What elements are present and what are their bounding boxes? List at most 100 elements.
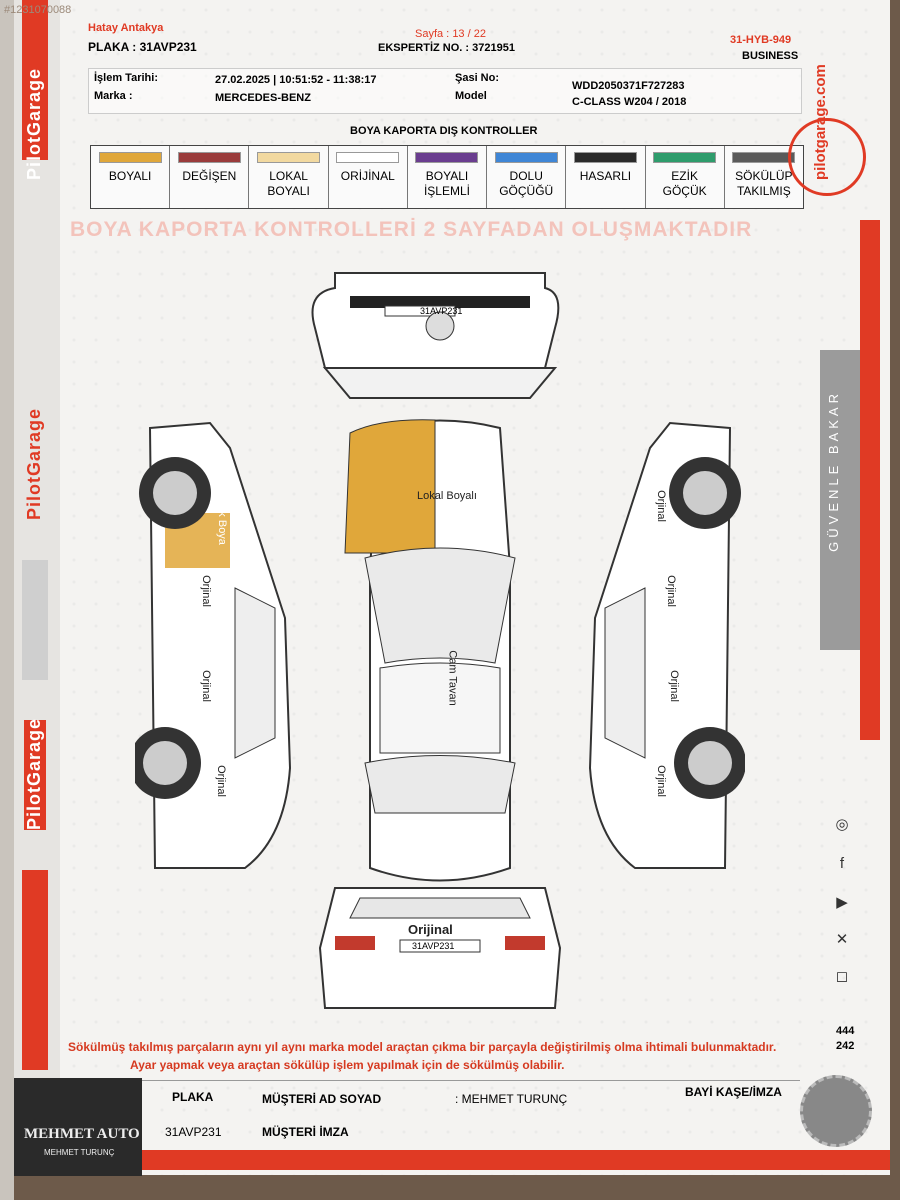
- brand-vertical-2: PilotGarage: [24, 407, 44, 520]
- left-red-band: [22, 0, 48, 160]
- image-id: #1231070088: [4, 4, 72, 16]
- phone-a: 444: [836, 1025, 855, 1037]
- page-label: Sayfa :: [415, 28, 450, 40]
- legend-item: ORİJİNAL: [329, 146, 408, 208]
- legend-label: HASARLI: [580, 169, 631, 184]
- legend-label-line2: GÖÇÜK: [662, 184, 707, 198]
- left-rear-door-annotation: Orjinal: [199, 670, 212, 702]
- legend-label-line1: DEĞİŞEN: [182, 169, 237, 183]
- plate-label: PLAKA :: [88, 40, 137, 54]
- legend-item: DEĞİŞEN: [170, 146, 250, 208]
- customer-signature-label: MÜŞTERİ İMZA: [262, 1125, 349, 1139]
- right-quarter-annotation: Orjinal: [654, 765, 667, 797]
- bottom-red-bar: [20, 1150, 890, 1170]
- phone-b: 242: [836, 1040, 855, 1052]
- rear-view: [318, 887, 562, 1009]
- facebook-icon: f: [839, 855, 845, 872]
- brand-logo-icon: [788, 118, 866, 196]
- front-plate: 31AVP231: [420, 306, 462, 316]
- expertise-label: EKSPERTİZ NO. :: [378, 42, 470, 54]
- marka-label: Marka :: [94, 90, 133, 102]
- legend-swatch: [732, 152, 796, 163]
- left-quarter-annotation: Orjinal: [214, 765, 227, 797]
- legend-label: ORİJİNAL: [341, 169, 395, 184]
- islem-value: 27.02.2025 | 10:51:52 - 11:38:17: [215, 74, 377, 86]
- right-red-band: [860, 220, 880, 740]
- legend-title: BOYA KAPORTA DIŞ KONTROLLER: [350, 125, 538, 137]
- plate-header: PLAKA : 31AVP231: [88, 40, 197, 54]
- hood-annotation: Lokal Boyalı: [417, 490, 477, 502]
- x-icon: ✕: [835, 931, 849, 948]
- footer-table: [140, 1080, 800, 1151]
- expertise-value: 3721951: [472, 42, 515, 54]
- legend-label-line1: HASARLI: [579, 169, 632, 183]
- rear-annotation: Orijinal: [408, 922, 453, 937]
- page-number: Sayfa : 13 / 22: [415, 28, 486, 40]
- legend-label-line1: ORİJİNAL: [340, 169, 395, 183]
- legend-swatch: [494, 152, 558, 163]
- legend-swatch: [98, 152, 162, 163]
- legend-item: BOYALI: [91, 146, 171, 208]
- brand-vertical-3: PilotGarage: [24, 717, 46, 830]
- brand-vertical-1: PilotGarage: [24, 67, 44, 180]
- legend-label-line1: BOYALI: [425, 169, 469, 183]
- legend-swatch: [257, 152, 321, 163]
- model-label: Model: [455, 90, 487, 102]
- slogan: GÜVENLE BAKAR: [826, 390, 841, 552]
- islem-label: İşlem Tarihi:: [94, 72, 158, 84]
- footer-plate-value: 31AVP231: [165, 1125, 222, 1139]
- legend-label-line1: LOKAL: [269, 169, 308, 183]
- legend-swatch: [573, 152, 637, 163]
- sasi-value: WDD2050371F727283: [572, 80, 685, 92]
- legend-item: HASARLI: [566, 146, 646, 208]
- dealer-logo: MEHMET AUTO MEHMET TURUNÇ: [14, 1078, 142, 1176]
- rear-plate: 31AVP231: [412, 941, 454, 951]
- car-diagram: 31AVP231: [135, 272, 745, 1009]
- left-side-view: [135, 421, 292, 869]
- customer-name-label: MÜŞTERİ AD SOYAD: [262, 1092, 382, 1106]
- legend-label-line2: GÖÇÜĞÜ: [499, 184, 554, 198]
- dealer-logo-text: MEHMET AUTO: [24, 1126, 140, 1142]
- dealer-stamp-label: BAYİ KAŞE/İMZA: [685, 1085, 782, 1099]
- dealer-logo-sub: MEHMET TURUNÇ: [44, 1148, 115, 1157]
- legend-label-line2: TAKILMIŞ: [736, 184, 791, 198]
- instagram-icon: ◻: [835, 968, 849, 985]
- right-rear-door-annotation: Orjinal: [667, 670, 680, 702]
- legend-label-line1: SÖKÜLÜP: [735, 169, 793, 183]
- youtube-icon: ▶: [836, 894, 848, 911]
- footer-plate-label: PLAKA: [172, 1090, 214, 1104]
- city: Hatay Antakya: [88, 22, 164, 34]
- sasi-label: Şasi No:: [455, 72, 500, 84]
- front-view: [311, 272, 560, 399]
- marka-value: MERCEDES-BENZ: [215, 92, 311, 104]
- two-page-banner: BOYA KAPORTA KONTROLLERİ 2 SAYFADAN OLUŞ…: [70, 218, 753, 241]
- legend-label-line1: EZİK: [671, 169, 698, 183]
- right-grey-band: [820, 350, 860, 650]
- page-value: 13 / 22: [452, 28, 486, 40]
- left-red-band-2: [22, 870, 48, 1070]
- legend-label-line1: BOYALI: [108, 169, 152, 183]
- note-line-1: Sökülmüş takılmış parçaların aynı yıl ay…: [68, 1040, 777, 1054]
- paper-edge: [0, 0, 14, 1200]
- legend-label-line1: DOLU: [509, 169, 543, 183]
- whatsapp-icon: ◎: [835, 816, 849, 833]
- package: BUSINESS: [742, 50, 799, 62]
- right-front-door-annotation: Orjinal: [664, 575, 677, 607]
- branch-code: 31-HYB-949: [730, 34, 792, 46]
- info-table: [88, 68, 802, 114]
- roof-annotation: Cam Tavan: [446, 650, 459, 706]
- model-value: C-CLASS W204 / 2018: [572, 96, 687, 108]
- dealer-seal: [800, 1075, 872, 1147]
- plate-value: 31AVP231: [139, 40, 197, 54]
